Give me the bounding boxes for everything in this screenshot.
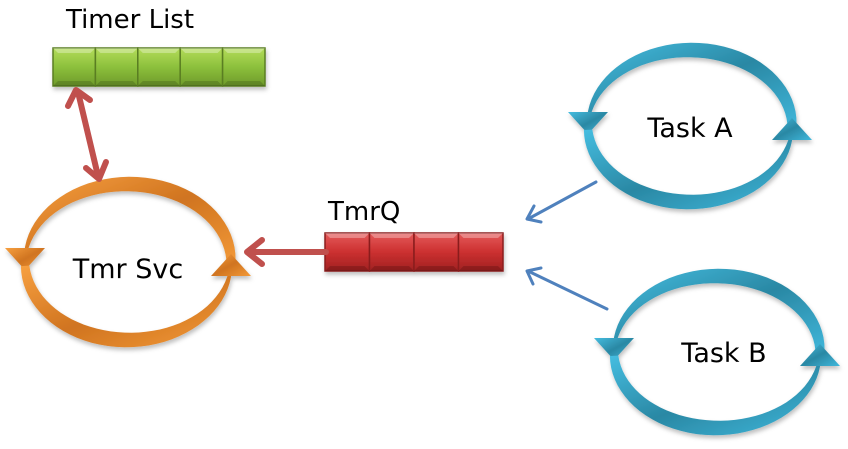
timer-list-label: Timer List	[65, 5, 194, 35]
tmr-svc-top-arc	[24, 176, 236, 267]
timer-list-slot	[221, 47, 266, 87]
task-a-bottom-arc	[583, 129, 793, 210]
task-b-label: Task B	[680, 338, 766, 369]
tmrq-group: TmrQ	[324, 197, 504, 272]
arrow-line	[526, 269, 609, 311]
tmr-svc-label: Tmr Svc	[72, 254, 183, 285]
connector-taska-tmrq	[525, 180, 598, 224]
task-b-top-arc	[613, 268, 825, 357]
timer-list-group: Timer List	[52, 5, 266, 87]
tmrq-label: TmrQ	[327, 197, 400, 227]
tmr-svc-cycle-arrows	[5, 176, 251, 348]
arrowhead-up-icon	[800, 344, 840, 366]
tmrq-slot	[368, 232, 415, 272]
task-a-cycle-arrows	[568, 42, 812, 210]
bidirectional-arrow-line	[75, 89, 101, 179]
arrowhead-down-icon	[5, 248, 45, 270]
arrowhead-down-icon	[594, 338, 634, 360]
arrow-line	[526, 180, 598, 221]
arrowhead-icon	[525, 266, 543, 286]
arrowhead-up-icon	[772, 118, 812, 140]
tmrq-queue	[324, 232, 504, 272]
arrowhead-up-icon	[211, 254, 251, 276]
task-a-label: Task A	[646, 113, 733, 144]
arrowhead-up-icon	[65, 87, 93, 109]
connector-taskb-tmrq	[525, 266, 609, 311]
task-b-cycle: Task B	[594, 268, 840, 436]
tmrq-slot	[324, 232, 371, 272]
task-b-cycle-arrows	[594, 268, 840, 436]
task-b-bottom-arc	[609, 355, 821, 436]
tmrq-slot	[457, 232, 504, 272]
timer-list-slot	[137, 47, 181, 87]
timer-list-slot	[94, 47, 139, 87]
timer-list-slot	[52, 47, 97, 87]
arrowhead-down-icon	[83, 159, 109, 182]
timer-list-slot	[179, 47, 224, 87]
tmr-svc-bottom-arc	[20, 265, 232, 348]
connector-tmrq-tmrsvc	[244, 237, 329, 267]
arrowhead-down-icon	[568, 112, 608, 134]
connector-timerlist-tmrsvc	[65, 87, 109, 182]
arrowhead-icon	[525, 204, 543, 224]
tmrq-slot	[413, 232, 460, 272]
tmr-svc-cycle: Tmr Svc	[5, 176, 251, 348]
timer-list-queue	[52, 47, 266, 87]
task-a-top-arc	[587, 42, 797, 131]
task-a-cycle: Task A	[568, 42, 812, 210]
arrowhead-left-icon	[244, 237, 265, 267]
